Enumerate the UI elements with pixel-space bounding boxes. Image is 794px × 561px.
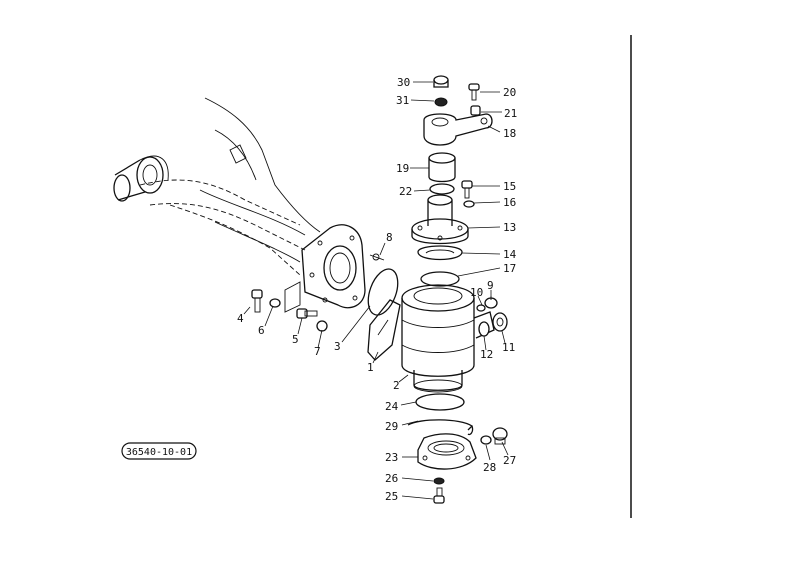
callout-13: 13 (503, 221, 516, 234)
callout-6: 6 (258, 324, 265, 337)
ring-17 (420, 271, 460, 287)
washer-7 (316, 320, 328, 332)
callout-7: 7 (314, 345, 321, 358)
cap-30 (433, 75, 449, 88)
washer-6 (269, 298, 281, 308)
bolt-20 (468, 83, 480, 101)
callout-9: 9 (487, 279, 494, 292)
plug-11 (492, 312, 508, 332)
callout-2: 2 (393, 379, 400, 392)
leader-lines (243, 81, 509, 500)
callout-26: 26 (385, 472, 398, 485)
washer-28 (480, 435, 492, 445)
callout-22: 22 (399, 185, 412, 198)
snap-ring-29 (407, 419, 474, 436)
washer-12 (478, 321, 490, 337)
washer-10 (476, 304, 486, 312)
nut-21 (470, 105, 481, 116)
bearing-cover-23 (417, 433, 477, 470)
bolt-25 (433, 487, 445, 504)
callout-14: 14 (503, 248, 517, 261)
bushing-19 (428, 152, 456, 183)
callout-28: 28 (483, 461, 496, 474)
callout-numbers: 30 31 20 21 18 19 22 15 16 13 14 17 8 9 … (237, 76, 517, 503)
axle-housing (113, 97, 366, 313)
drawing-reference-badge: 36540-10-01 (121, 442, 197, 460)
ring-22 (429, 183, 455, 195)
drawing-reference-text: 36540-10-01 (126, 447, 192, 458)
callout-4: 4 (237, 312, 244, 325)
callout-15: 15 (503, 180, 516, 193)
callout-24: 24 (385, 400, 399, 413)
callout-27: 27 (503, 454, 516, 467)
washer-26 (433, 477, 445, 485)
callout-23: 23 (385, 451, 398, 464)
callout-31: 31 (396, 94, 409, 107)
plug-27 (492, 427, 508, 445)
callout-29: 29 (385, 420, 398, 433)
shim-14 (417, 245, 463, 261)
callout-17: 17 (503, 262, 516, 275)
washer-31 (434, 97, 448, 107)
callout-3: 3 (334, 340, 341, 353)
callout-1: 1 (367, 361, 374, 374)
callout-11: 11 (502, 341, 515, 354)
washer-16 (463, 200, 475, 208)
callout-10: 10 (470, 286, 483, 299)
o-ring-24 (415, 393, 465, 411)
callout-25: 25 (385, 490, 398, 503)
bolt-5 (296, 308, 318, 319)
callout-19: 19 (396, 162, 409, 175)
callout-20: 20 (503, 86, 516, 99)
pin-8 (369, 253, 385, 261)
bolt-4 (251, 289, 263, 313)
callout-30: 30 (397, 76, 410, 89)
callout-5: 5 (292, 333, 299, 346)
bolt-15 (461, 180, 473, 199)
steering-arm-18 (423, 113, 493, 146)
callout-12: 12 (480, 348, 493, 361)
callout-8: 8 (386, 231, 393, 244)
callout-21: 21 (504, 107, 517, 120)
knuckle-housing (367, 284, 495, 393)
callout-16: 16 (503, 196, 516, 209)
callout-18: 18 (503, 127, 516, 140)
o-ring-3 (367, 268, 399, 316)
king-pin-cap-13 (411, 194, 469, 245)
